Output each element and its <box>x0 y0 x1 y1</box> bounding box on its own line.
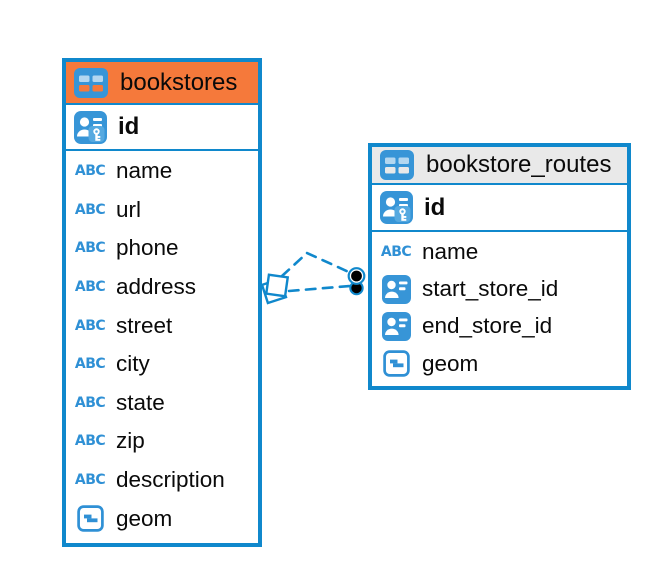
relationship-line-end-store[interactable] <box>287 284 352 293</box>
column-row[interactable]: geom <box>372 345 627 382</box>
column-row[interactable]: geom <box>66 499 258 538</box>
column-label: url <box>116 196 142 222</box>
column-label: end_store_id <box>422 313 553 339</box>
primary-key-label: id <box>424 193 446 221</box>
relationship-dashed-line[interactable] <box>287 284 352 293</box>
column-label: zip <box>116 428 145 454</box>
column-label: name <box>422 238 479 264</box>
text-type-icon: ABC <box>380 243 412 260</box>
text-type-icon: ABC <box>74 433 106 450</box>
relationship-dashed-line[interactable] <box>280 251 353 278</box>
column-row[interactable]: ABC address <box>66 268 258 307</box>
column-label: state <box>116 389 165 415</box>
one-end-dot-lower <box>349 280 364 296</box>
object-type-icon <box>378 350 414 378</box>
column-row[interactable]: ABC url <box>66 191 258 230</box>
table-title: bookstore_routes <box>426 151 612 178</box>
primary-key-label: id <box>118 113 140 140</box>
text-type-icon: ABC <box>74 279 106 296</box>
column-list: ABC name start_store_id end_store_id geom <box>372 232 627 383</box>
primary-key-icon <box>378 191 414 224</box>
column-row[interactable]: ABC description <box>66 461 258 500</box>
column-label: street <box>116 312 173 338</box>
text-type-icon: ABC <box>74 201 106 218</box>
diamond-front-square <box>264 273 290 298</box>
column-label: geom <box>116 505 173 531</box>
column-label: city <box>116 351 150 377</box>
one-end-dot-upper-ring <box>347 267 366 285</box>
table-header[interactable]: bookstore_routes <box>372 147 627 185</box>
table-icon <box>73 67 109 98</box>
object-type-icon <box>72 505 108 532</box>
column-row[interactable]: ABC street <box>66 306 258 345</box>
one-end-dot-markers[interactable] <box>347 267 366 296</box>
primary-key-row[interactable]: id <box>372 185 627 232</box>
text-type-icon: ABC <box>74 240 106 257</box>
primary-key-row[interactable]: id <box>66 105 258 151</box>
table-bookstore-routes[interactable]: bookstore_routes id ABC name start_store_… <box>368 143 631 390</box>
column-label: start_store_id <box>422 276 559 302</box>
relationship-line-start-store[interactable] <box>280 251 353 278</box>
table-header[interactable]: bookstores <box>66 62 258 105</box>
text-type-icon: ABC <box>74 356 106 373</box>
text-type-icon: ABC <box>74 317 106 334</box>
column-label: phone <box>116 235 179 261</box>
primary-key-icon <box>72 110 108 144</box>
foreign-key-icon <box>378 274 414 304</box>
column-row[interactable]: ABC name <box>372 233 627 270</box>
one-end-dot-upper <box>351 270 362 282</box>
column-row[interactable]: ABC name <box>66 152 258 191</box>
column-label: geom <box>422 350 479 376</box>
column-row[interactable]: start_store_id <box>372 270 627 307</box>
table-icon <box>379 150 415 180</box>
text-type-icon: ABC <box>74 163 106 180</box>
column-row[interactable]: ABC state <box>66 384 258 423</box>
column-row[interactable]: end_store_id <box>372 308 627 345</box>
table-title: bookstores <box>120 68 238 96</box>
column-label: address <box>116 274 197 300</box>
column-row[interactable]: ABC phone <box>66 229 258 268</box>
column-row[interactable]: ABC city <box>66 345 258 384</box>
diamond-back-square <box>260 277 288 305</box>
column-row[interactable]: ABC zip <box>66 422 258 461</box>
text-type-icon: ABC <box>74 472 106 489</box>
column-label: name <box>116 158 173 184</box>
text-type-icon: ABC <box>74 394 106 411</box>
foreign-key-icon <box>378 311 414 341</box>
many-end-diamond-marker[interactable] <box>260 273 290 305</box>
column-label: description <box>116 467 225 493</box>
